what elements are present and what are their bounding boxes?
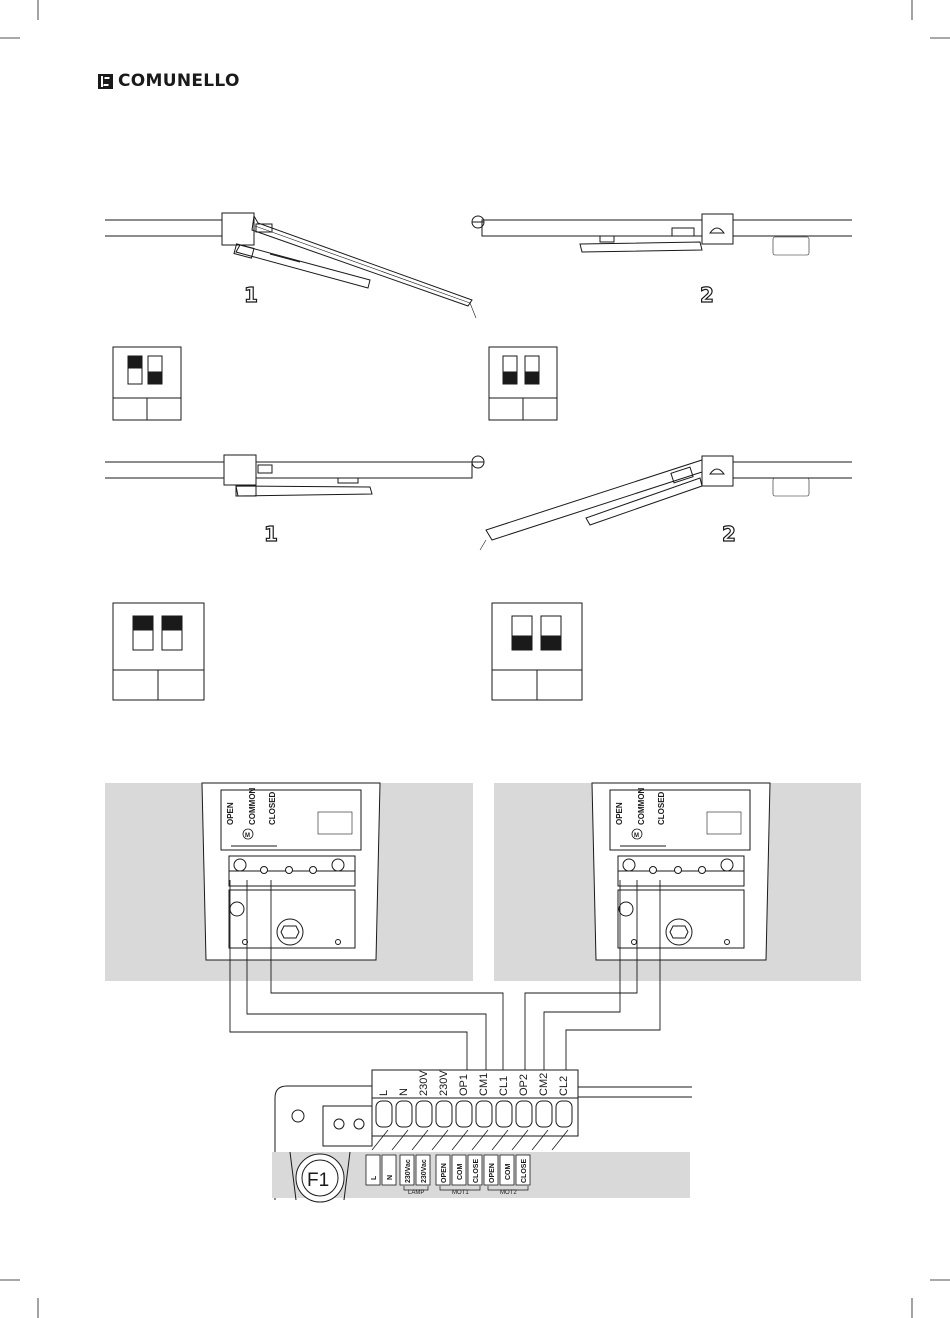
- terminal-bottom-label-6: COM: [457, 1164, 464, 1181]
- motor-left-label-open: OPEN: [226, 802, 235, 825]
- terminal-bottom-label-7: CLOSE: [473, 1159, 480, 1183]
- fuse-label: F1: [307, 1170, 329, 1191]
- terminal-bottom-label-9: COM: [505, 1164, 512, 1181]
- motor-left-symbol: M: [245, 833, 250, 839]
- terminal-top-label-7: CL1: [498, 1076, 510, 1096]
- gate-diagram-top-left: [105, 213, 476, 318]
- terminal-top-label-2: N: [398, 1088, 410, 1096]
- group-label-mot1: MOT1: [452, 1190, 469, 1196]
- motor-right-symbol: M: [634, 833, 639, 839]
- diagram-label-middle-1: 1: [264, 522, 278, 546]
- motor-right-label-common: COMMON: [637, 787, 646, 825]
- terminal-top-label-8: OP2: [518, 1074, 530, 1096]
- terminal-top-label-4: 230V: [438, 1070, 450, 1096]
- terminal-top-label-3: 230V: [418, 1070, 430, 1096]
- motor-left-label-closed: CLOSED: [268, 791, 277, 825]
- dip-switch-panel-1: [113, 347, 181, 420]
- terminal-bottom-label-4: 230Vac: [421, 1159, 428, 1183]
- motor-left-label-common: COMMON: [248, 787, 257, 825]
- terminal-bottom-label-8: OPEN: [489, 1163, 496, 1183]
- motor-right-label-closed: CLOSED: [657, 791, 666, 825]
- gate-diagram-middle-right: [480, 456, 852, 550]
- group-label-mot2: MOT2: [500, 1190, 517, 1196]
- terminal-bottom-label-5: OPEN: [441, 1163, 448, 1183]
- dip-switch-panel-4: [492, 603, 582, 700]
- terminal-bottom-label-10: CLOSE: [521, 1159, 528, 1183]
- terminal-top-label-1: L: [378, 1090, 390, 1096]
- motor-right-label-open: OPEN: [615, 802, 624, 825]
- diagram-label-top-2: 2: [700, 283, 714, 307]
- dip-switch-panel-2: [489, 347, 557, 420]
- terminal-top-label-9: CM2: [538, 1073, 550, 1096]
- terminal-top-label-5: OP1: [458, 1074, 470, 1096]
- terminal-bottom-label-1: L: [371, 1175, 378, 1180]
- gate-diagram-top-right: [472, 214, 852, 255]
- terminal-bottom-label-3: 230Vac: [405, 1159, 412, 1183]
- terminal-top-label-6: CM1: [478, 1073, 490, 1096]
- diagram-label-top-1: 1: [244, 283, 258, 307]
- gate-diagram-middle-left: [105, 455, 484, 496]
- terminal-top-label-10: CL2: [558, 1076, 570, 1096]
- diagram-label-middle-2: 2: [722, 522, 736, 546]
- group-label-lamp: LAMP: [408, 1190, 424, 1196]
- dip-switch-panel-3: [113, 603, 204, 700]
- terminal-bottom-label-2: N: [387, 1175, 394, 1180]
